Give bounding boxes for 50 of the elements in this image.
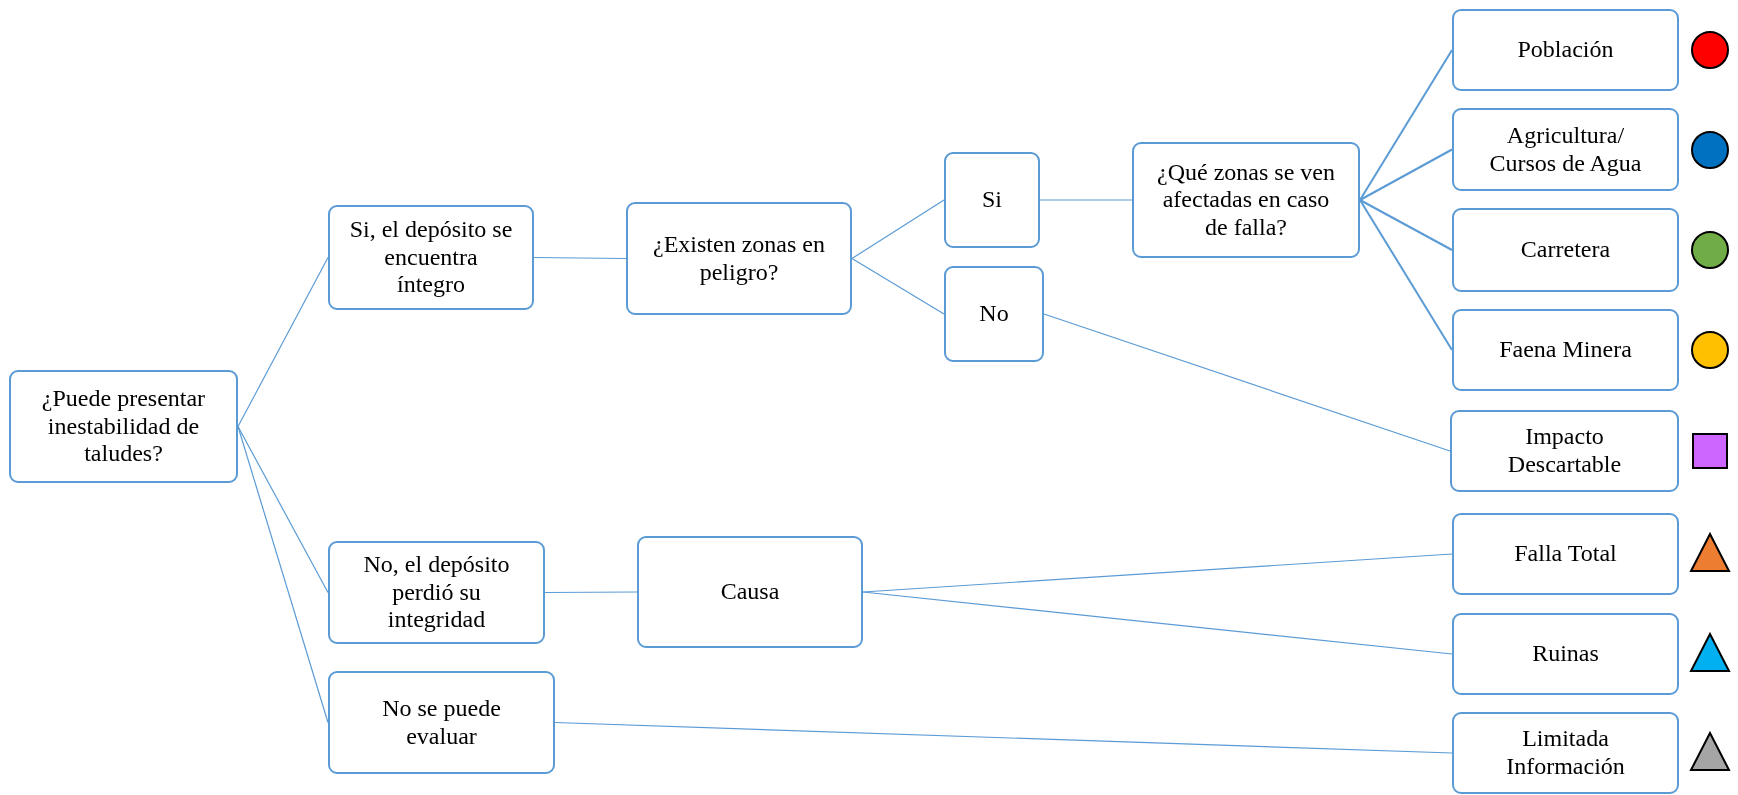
process-box <box>626 202 852 315</box>
connector-line <box>533 256 627 260</box>
node-label: Agricultura/ Cursos de Agua <box>1488 121 1643 178</box>
connector-line <box>237 425 329 724</box>
node-label: Causa <box>720 578 780 606</box>
connector-line <box>544 591 638 594</box>
connector-line <box>862 553 1453 593</box>
connector-line <box>851 257 945 315</box>
process-box <box>1452 208 1679 292</box>
connector-line <box>1359 199 1453 251</box>
connector-line <box>1039 199 1133 201</box>
node-label: Si, el depósito se encuentra íntegro <box>348 216 514 299</box>
connector-line <box>862 591 1453 655</box>
node-label: Impacto Descartable <box>1506 423 1623 479</box>
process-box <box>1450 410 1679 492</box>
node-label: No se puede evaluar <box>381 694 502 751</box>
process-box <box>637 536 863 648</box>
node-label: Faena Minera <box>1499 336 1632 364</box>
process-box <box>1452 108 1679 191</box>
node-label: Población <box>1517 36 1614 64</box>
connector-line <box>1043 313 1451 452</box>
process-box <box>328 671 555 774</box>
node-label: No, el depósito perdió su integridad <box>362 551 511 634</box>
connector-line <box>1359 199 1453 351</box>
process-box <box>1452 309 1679 391</box>
process-box <box>1452 712 1679 794</box>
connector-line <box>554 721 1453 754</box>
node-label: Limitada Información <box>1505 725 1626 781</box>
node-label: ¿Qué zonas se ven afectadas en caso de falla? <box>1156 158 1336 242</box>
process-box <box>328 205 534 310</box>
process-box <box>1452 9 1679 91</box>
node-label: Carretera <box>1520 236 1611 264</box>
connector-line <box>237 425 329 594</box>
process-box <box>1452 513 1679 595</box>
process-box <box>9 370 238 483</box>
connector-line <box>851 199 945 260</box>
connector-line <box>237 256 329 428</box>
process-box <box>944 152 1040 248</box>
node-label: Falla Total <box>1514 540 1617 568</box>
process-box <box>944 266 1044 362</box>
node-label: Si <box>982 186 1002 214</box>
process-box <box>328 541 545 644</box>
node-label: ¿Puede presentar inestabilidad de taludes? <box>40 385 207 468</box>
connector-line <box>1359 49 1453 201</box>
process-box <box>1452 613 1679 695</box>
node-label: Ruinas <box>1532 640 1599 668</box>
node-label: ¿Existen zonas en peligro? <box>652 230 826 287</box>
process-box <box>1132 142 1360 258</box>
connector-line <box>1359 148 1453 201</box>
node-label: No <box>979 300 1009 328</box>
